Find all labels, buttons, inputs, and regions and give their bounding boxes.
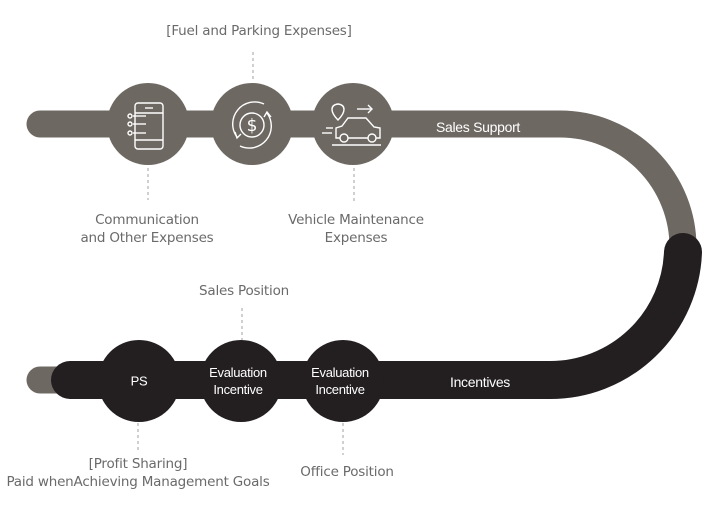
label-line: and Other Expenses: [80, 230, 214, 246]
evaluation-incentive-sales-title: Evaluation Incentive: [209, 364, 267, 398]
incentives-track: [51, 233, 702, 399]
title-line: PS: [130, 373, 148, 389]
fuel-parking-node: [211, 83, 293, 165]
label-line: Communication: [95, 212, 199, 228]
label-line: Sales Position: [199, 283, 289, 299]
title-line: Incentive: [213, 382, 263, 397]
label-line: Office Position: [300, 464, 394, 480]
evaluation-incentive-sales-node: [200, 340, 282, 422]
communication-label: Communication and Other Expenses: [80, 211, 213, 247]
sales-support-track: [26, 110, 697, 261]
car-route-icon: [322, 103, 381, 146]
label-line: Paid whenAchieving Management Goals: [6, 474, 270, 490]
evaluation-incentive-office-title: Evaluation Incentive: [311, 364, 369, 398]
communication-node: [107, 83, 189, 165]
dollar-cycle-icon: $: [232, 101, 272, 149]
vehicle-maintenance-label: Vehicle Maintenance Expenses: [288, 211, 424, 247]
fuel-parking-label: [Fuel and Parking Expenses]: [166, 22, 352, 40]
vehicle-maintenance-node: [312, 83, 394, 165]
title-line: Incentive: [315, 382, 365, 397]
title-line: Evaluation: [311, 365, 369, 380]
evaluation-incentive-office-node: [302, 340, 384, 422]
label-line: [Profit Sharing]: [88, 456, 188, 472]
svg-text:$: $: [247, 116, 258, 136]
incentives-label: Incentives: [449, 374, 511, 390]
ps-title: PS: [131, 373, 148, 390]
ps-node: [98, 340, 180, 422]
label-line: Vehicle Maintenance: [288, 212, 424, 228]
label-line: [Fuel and Parking Expenses]: [166, 23, 352, 39]
phone-checklist-icon: [127, 102, 164, 150]
label-line: Expenses: [324, 230, 388, 246]
office-position-label: Office Position: [300, 463, 394, 481]
sales-support-label: Sales Support: [435, 119, 521, 135]
profit-sharing-label: [Profit Sharing] Paid whenAchieving Mana…: [6, 455, 269, 491]
sales-position-label: Sales Position: [199, 282, 289, 300]
title-line: Evaluation: [209, 365, 267, 380]
